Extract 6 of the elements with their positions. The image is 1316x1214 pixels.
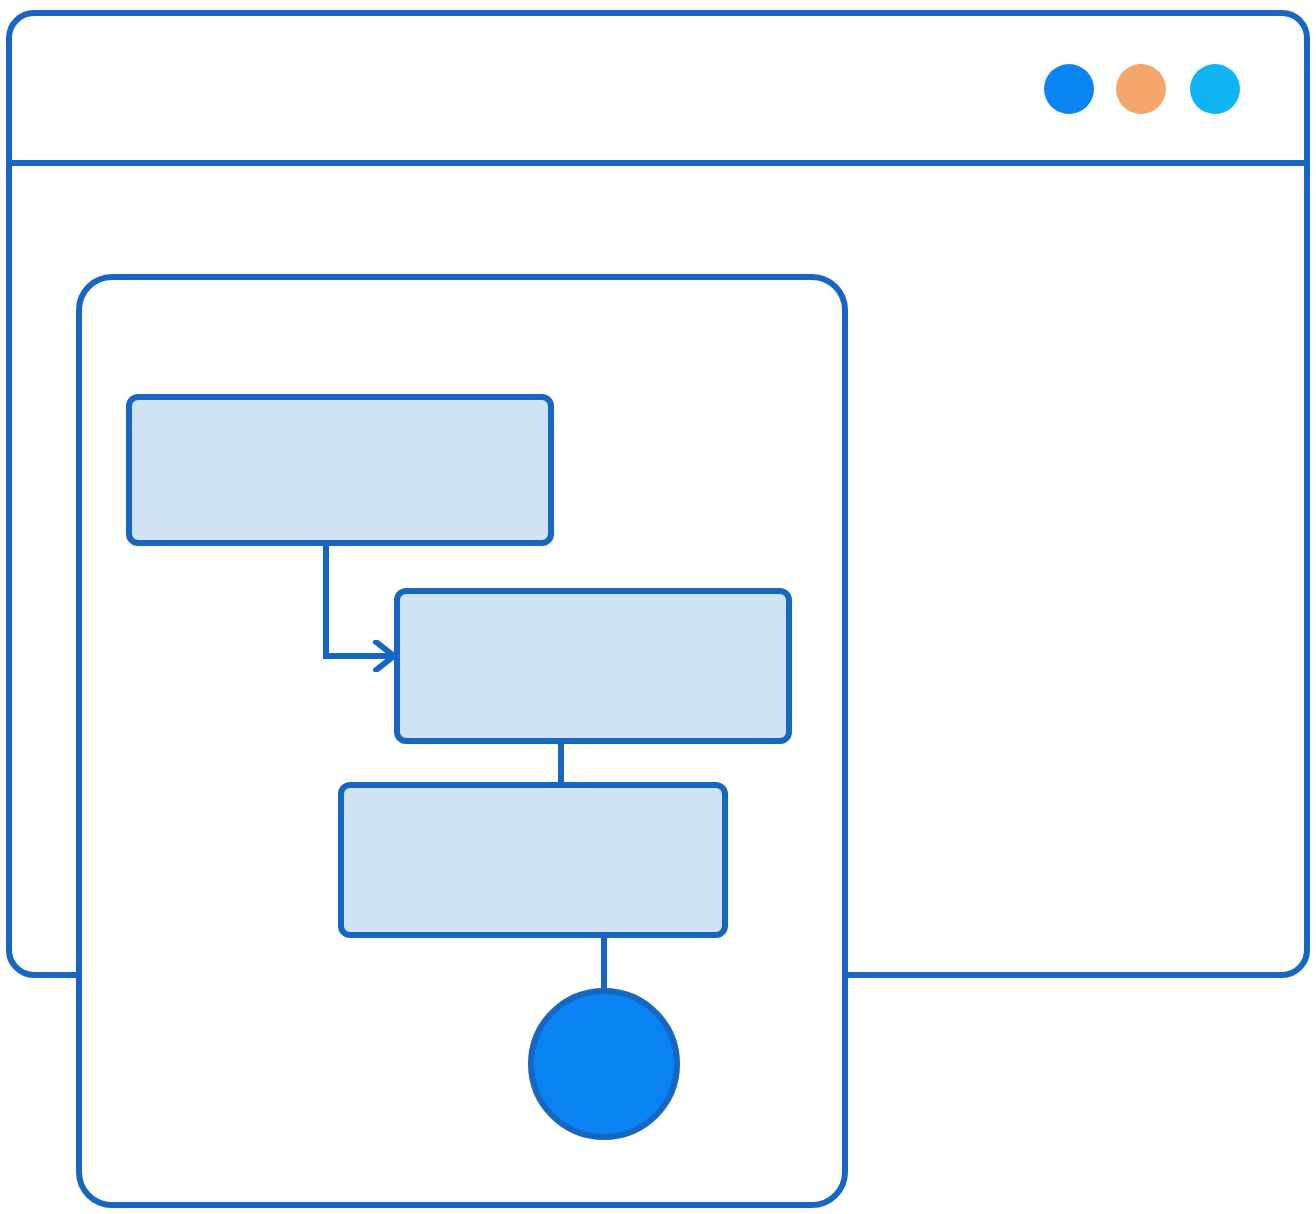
- process-box: [126, 394, 554, 546]
- connector-line: [601, 938, 607, 988]
- process-box: [338, 782, 728, 938]
- process-box: [394, 588, 792, 744]
- connector-line: [558, 744, 564, 782]
- arrow: [323, 546, 397, 673]
